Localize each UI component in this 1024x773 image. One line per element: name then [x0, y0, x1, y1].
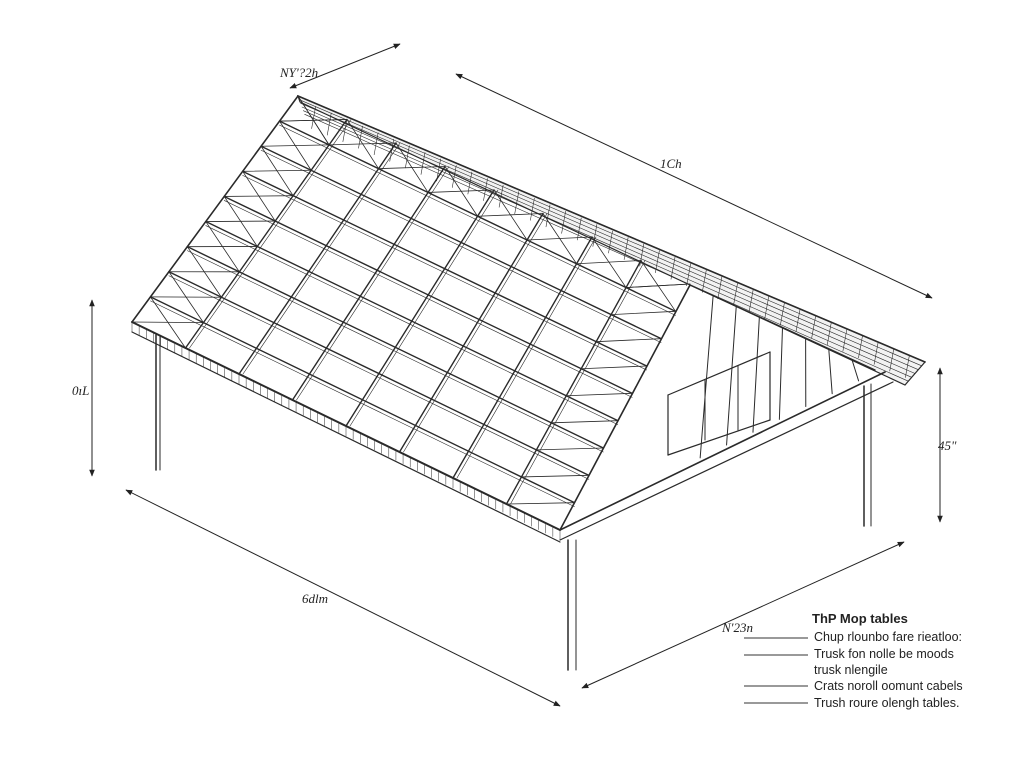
dim-top-left-label: NY'?2h	[279, 65, 318, 80]
dim-left-height-label: 0ıL	[72, 383, 89, 398]
gable-fascia	[560, 382, 893, 540]
purlin-edge	[261, 150, 661, 342]
brace	[581, 366, 646, 369]
legend-title: ThP Mop tables	[812, 611, 908, 626]
window-sill	[668, 420, 770, 455]
gable-tie-beam	[560, 372, 885, 530]
brace	[536, 448, 603, 450]
legend-line-1: Chup rlounbo fare rieatloo:	[814, 630, 962, 644]
rafter	[453, 237, 592, 478]
fascia	[132, 332, 560, 542]
brace	[132, 322, 203, 323]
gable-stud	[829, 349, 832, 394]
ridge-beam	[298, 96, 925, 362]
brace	[243, 170, 311, 171]
brace	[551, 421, 617, 423]
dim-bottom-width-label: N'23n	[721, 620, 753, 635]
brace	[521, 475, 588, 477]
rafter-edge	[243, 143, 400, 374]
gable-stud	[753, 317, 759, 432]
brace	[224, 196, 293, 197]
brace	[566, 393, 632, 395]
gable-stud	[779, 328, 782, 420]
legend-line-2: Trusk fon nolle be moods	[814, 647, 954, 661]
rafter	[293, 167, 446, 401]
roof-structure	[132, 96, 925, 670]
dim-top-right-label: 1Ch	[660, 156, 682, 171]
sheathing-course	[299, 100, 921, 366]
purlin-edge	[224, 200, 632, 397]
dim-bottom-length-label: 6dlm	[302, 591, 328, 606]
brace	[626, 284, 690, 288]
dim-right-height-label: 45"	[938, 438, 957, 453]
brace	[611, 311, 675, 314]
legend-line-4: Crats noroll oomunt cabels	[814, 679, 963, 693]
purlin-edge	[280, 125, 676, 315]
rafter-edge	[297, 167, 450, 401]
rafter	[346, 190, 494, 426]
legend-line-5: Trush roure olengh tables.	[814, 696, 959, 710]
brace	[577, 261, 641, 264]
brace	[596, 339, 661, 342]
brace	[206, 221, 275, 222]
dim-bottom-length-line	[126, 490, 560, 706]
window-head	[668, 352, 770, 395]
legend-line-3: trusk nlengile	[814, 663, 888, 677]
brace	[527, 237, 592, 240]
gable-stud	[727, 306, 737, 445]
rafter	[400, 214, 544, 453]
brace	[507, 503, 575, 504]
legend: ThP Mop tables Chup rlounbo fare rieatlo…	[744, 611, 963, 710]
